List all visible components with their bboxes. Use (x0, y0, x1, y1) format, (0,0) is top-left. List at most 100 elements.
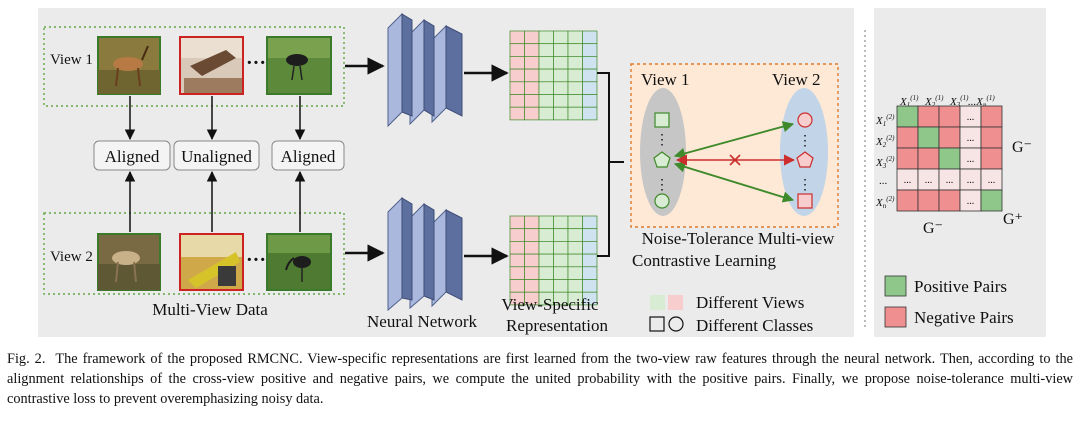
view1-vertical-dots-1: ⋮ (655, 133, 669, 148)
legend-circle-shape (668, 316, 684, 332)
representation-cell (567, 94, 583, 108)
matrix-cell-negative (896, 189, 919, 212)
legend-different-views: Different Views (696, 293, 804, 312)
representation-cell (524, 43, 540, 57)
representation-cell (553, 241, 569, 255)
representation-cell (509, 228, 525, 242)
representation-cell (567, 215, 583, 230)
positive-pair-arrows (673, 121, 795, 203)
representation-cell (538, 266, 554, 280)
representation-cell (567, 56, 583, 70)
view2-box (43, 212, 345, 295)
matrix-cell-negative (896, 147, 919, 170)
representation-cell (509, 253, 525, 268)
representation-cell (567, 106, 583, 121)
representation-cell (538, 81, 554, 95)
matrix-cell-negative (980, 147, 1003, 170)
legend-negative-pairs: Negative Pairs (914, 308, 1014, 327)
representation-cell (509, 68, 525, 83)
representation-cell (509, 30, 525, 45)
legend-pink-swatch (668, 295, 683, 310)
matrix-cell-negative (917, 147, 940, 170)
view2-square-node (797, 193, 813, 209)
framework-figure: View 1 View 2 ··· ··· (38, 8, 1046, 337)
representation-cell (553, 279, 569, 293)
representation-cell (553, 68, 569, 83)
representation-cell (524, 30, 540, 45)
representation-cell (582, 241, 598, 255)
contrastive-title-line2: Contrastive Learning (632, 251, 776, 270)
representation-cell (582, 228, 598, 242)
representation-cell (524, 215, 540, 230)
representation-cell (567, 81, 583, 95)
matrix-row-header-4: ... (879, 175, 888, 187)
representation-cell (582, 43, 598, 57)
aligned-box-1 (93, 140, 171, 171)
matrix-ellipsis: ... (967, 112, 975, 123)
representation-cell (538, 228, 554, 242)
representation-cell (538, 106, 554, 121)
representation-cell (567, 30, 583, 45)
representation-cell (567, 253, 583, 268)
multiview-title: Multi-View Data (152, 300, 268, 319)
contrastive-view2-label: View 2 (772, 70, 821, 89)
matrix-ellipsis: ... (967, 196, 975, 207)
matrix-ellipsis: ... (946, 175, 954, 186)
representation-cell (524, 68, 540, 83)
representation-cell (524, 279, 540, 293)
view1-pentagon-node (653, 151, 671, 168)
matrix-ellipsis: ... (967, 175, 975, 186)
aligned-label-2: Aligned (281, 147, 336, 166)
matrix-cell-negative (917, 105, 940, 128)
representation-cell (582, 56, 598, 70)
representation-cell (524, 253, 540, 268)
matrix-ellipsis: ... (967, 154, 975, 165)
representation-cell (582, 266, 598, 280)
view1-label: View 1 (50, 52, 93, 68)
contrastive-title-line1: Noise-Tolerance Multi-view (642, 229, 836, 248)
representation-cell (509, 266, 525, 280)
aligned-box-2 (271, 140, 345, 171)
representation-cell (553, 30, 569, 45)
negative-pair-arrow (675, 154, 796, 166)
representation-cell (509, 56, 525, 70)
matrix-g-minus-right: G⁻ (1012, 139, 1032, 156)
align-arrows (124, 96, 306, 232)
matrix-cell-positive (980, 189, 1003, 212)
representation-cell (553, 228, 569, 242)
representation-cell (538, 43, 554, 57)
legend-square-shape (649, 316, 665, 332)
representation-cell (553, 253, 569, 268)
matrix-cell-negative (938, 126, 961, 149)
view1-cluster (640, 88, 686, 216)
representation-cell (524, 81, 540, 95)
view1-image-bird (266, 36, 332, 95)
network-bottom (387, 196, 463, 312)
representation-cell (553, 56, 569, 70)
representation-cell (567, 43, 583, 57)
view1-box (43, 26, 345, 107)
matrix-cell-negative (917, 189, 940, 212)
representation-cell (538, 215, 554, 230)
merge-bracket (597, 72, 624, 257)
matrix-g-plus: G⁺ (1003, 211, 1023, 228)
representation-cell (524, 228, 540, 242)
network-top (387, 12, 463, 128)
representation-cell (524, 241, 540, 255)
caption-label: Fig. 2. (7, 351, 46, 367)
representation-cell (524, 266, 540, 280)
representation-cell (582, 106, 598, 121)
representation-cell (524, 56, 540, 70)
matrix-ellipsis: ... (988, 175, 996, 186)
view2-pentagon-node (796, 151, 814, 168)
representation-cell (553, 81, 569, 95)
matrix-cell-positive (938, 147, 961, 170)
representation-cell (553, 266, 569, 280)
representation-cell (553, 215, 569, 230)
matrix-cell-positive (896, 105, 919, 128)
figure-caption: Fig. 2.The framework of the proposed RMC… (7, 349, 1073, 409)
legend-negative-swatch (884, 306, 907, 328)
matrix-cell-negative (896, 126, 919, 149)
view2-circle-node (797, 112, 813, 128)
representation-cell (509, 94, 525, 108)
